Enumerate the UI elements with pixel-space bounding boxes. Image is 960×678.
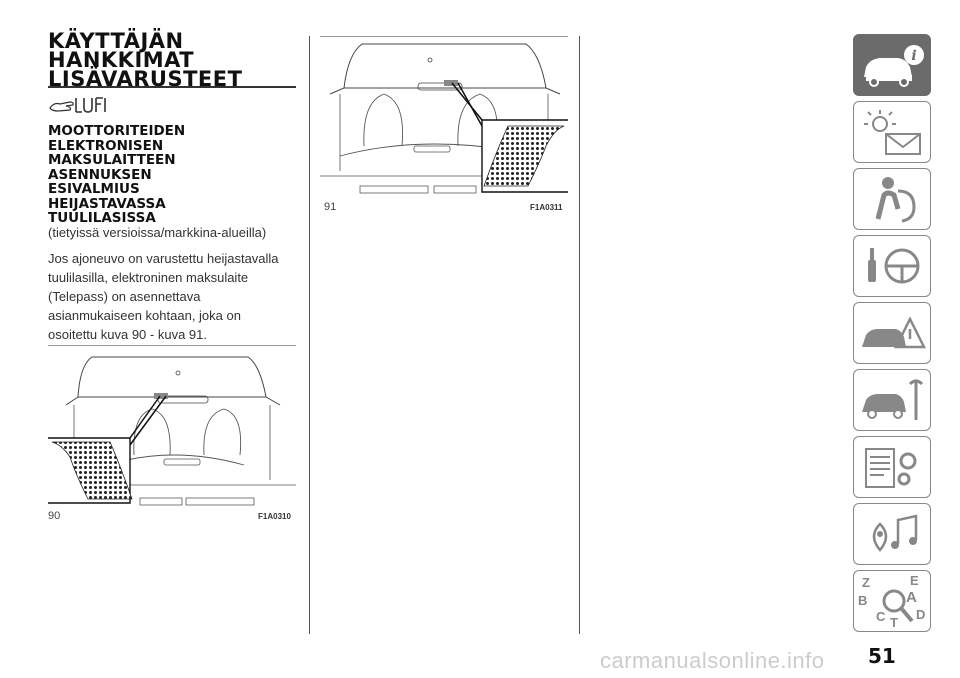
tab-maintenance[interactable]	[853, 369, 931, 431]
seat-airbag-icon	[875, 177, 916, 223]
technical-data-gears-icon	[865, 448, 917, 488]
subsection-heading: MOOTTORITEIDEN ELEKTRONISEN MAKSULAITTEE…	[48, 124, 296, 226]
body-line: tuulilasilla, elektroninen maksulaite	[48, 270, 249, 285]
figure-90-windshield: 90 F1A0310	[48, 345, 296, 522]
multimedia-music-icon	[872, 514, 918, 552]
body-line: asianmukaiseen kohtaan, joka on	[48, 308, 241, 323]
figure-code: F1A0311	[530, 203, 563, 212]
heading-line: TUULILASISSA	[48, 210, 156, 226]
body-line: (Telepass) on asennettava	[48, 289, 201, 304]
index-letter: A	[906, 589, 917, 606]
tab-safety[interactable]	[853, 168, 931, 230]
warning-lights-message-icon	[864, 110, 921, 155]
tab-car-info[interactable]: i	[853, 34, 931, 96]
body-line: Jos ajoneuvo on varustettu heijastavalla	[48, 251, 279, 266]
alphabetical-index-icon	[882, 589, 914, 623]
tab-multimedia[interactable]	[853, 503, 931, 565]
index-letter: C	[876, 609, 886, 624]
index-letter: T	[890, 615, 898, 630]
figure-number: 91	[324, 201, 337, 213]
availability-note: (tietyissä versioissa/markkina-alueilla)	[48, 225, 267, 240]
section-title: KÄYTTÄJÄN HANKKIMAT LISÄVARUSTEET	[48, 29, 296, 91]
heading-line: MAKSULAITTEEN	[48, 152, 176, 168]
title-line: LISÄVARUSTEET	[48, 67, 243, 91]
index-letter: E	[910, 573, 919, 588]
title-underline	[48, 86, 296, 88]
heading-line: HEIJASTAVASSA	[48, 195, 166, 212]
index-letter: D	[916, 607, 926, 622]
car-service-tools-icon	[862, 379, 924, 420]
page-number: 51	[868, 644, 896, 668]
figure-91-windshield: 91 F1A0311	[320, 36, 568, 213]
car-info-icon: i	[864, 45, 924, 87]
column-divider-right	[579, 36, 580, 634]
title-line: KÄYTTÄJÄN	[48, 29, 184, 53]
svg-text:i: i	[911, 48, 916, 64]
key-steering-wheel-icon	[868, 248, 920, 284]
watermark-text: carmanualsonline.info	[600, 648, 825, 673]
tab-technical-data[interactable]	[853, 436, 931, 498]
figure-number: 90	[48, 510, 61, 522]
heading-line: ASENNUKSEN	[48, 166, 152, 183]
index-letter: B	[858, 593, 868, 608]
body-paragraph: Jos ajoneuvo on varustettu heijastavalla…	[48, 249, 303, 344]
index-letter: Z	[862, 575, 870, 590]
tab-index[interactable]: Z E A B C D T	[853, 570, 931, 632]
figure-code: F1A0310	[258, 512, 291, 521]
heading-line: MOOTTORITEIDEN	[48, 123, 186, 139]
tab-warning-lights[interactable]	[853, 101, 931, 163]
body-line: osoitettu kuva 90 - kuva 91.	[48, 327, 207, 342]
car-crash-warning-icon	[862, 316, 927, 349]
aftermarket-accessory-icon	[48, 94, 108, 116]
heading-line: ELEKTRONISEN	[48, 137, 164, 154]
heading-line: ESIVALMIUS	[48, 181, 140, 197]
title-line: HANKKIMAT	[48, 48, 195, 72]
tab-starting-driving[interactable]	[853, 235, 931, 297]
column-divider-left	[309, 36, 310, 634]
tab-emergency[interactable]	[853, 302, 931, 364]
